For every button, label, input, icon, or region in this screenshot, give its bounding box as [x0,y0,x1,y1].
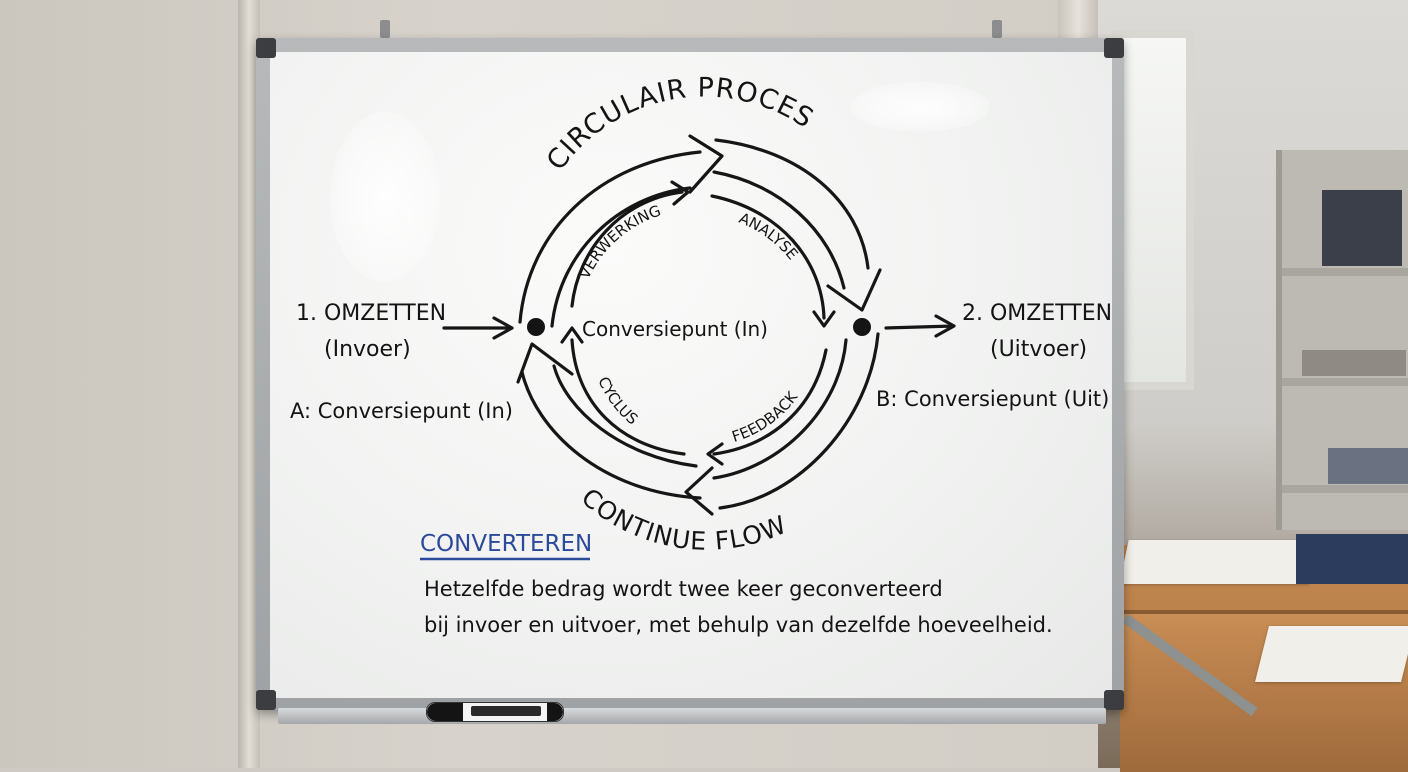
board-hook [380,20,390,38]
note-line-2: bij invoer en uitvoer, met behulp van de… [424,613,1053,637]
shelf-board [1282,485,1408,493]
right-label-subtitle: (Uitvoer) [990,337,1087,362]
book-stack [1296,534,1408,584]
outer-arc-bottom [718,332,880,510]
right-label-title: 2. OMZETTEN [962,301,1112,326]
inner-arrowhead-top [670,180,690,206]
frame-corner [1104,38,1124,58]
outer-arc-bottom-inner [712,338,848,480]
outer-arrowhead-top [688,134,724,194]
marker-label [471,706,541,716]
inner-arc-top [570,190,684,308]
marker-pen [426,702,564,722]
conversion-point-b [853,318,871,336]
books [1302,350,1406,376]
bookshelf [1276,150,1408,530]
whiteboard-surface [270,52,1112,698]
outer-arc-left-inner [552,364,698,468]
outer-arc-right [714,138,870,270]
glare [330,112,440,282]
shelf-board [1282,378,1408,386]
books [1328,448,1408,484]
arc-label-cyclus: CYCLUS [594,374,641,428]
frame-corner [256,38,276,58]
input-arrow [442,316,514,340]
outer-arrowhead-bottom [684,466,714,516]
glare [850,82,990,132]
outer-arc-right-inner [712,170,846,290]
center-label: Conversiepunt (In) [582,317,768,341]
note-heading: CONVERTEREN [420,531,592,557]
shelf-board [1282,268,1408,276]
board-hook [992,20,1002,38]
point-a-label: A: Conversiepunt (In) [290,399,513,423]
books [1322,190,1402,266]
frame-corner [1104,690,1124,710]
left-label-title: 1. OMZETTEN [296,301,446,326]
outer-arc-top [518,150,702,324]
wall-trim [238,0,260,768]
inner-arc-left [570,338,686,456]
point-b-label: B: Conversiepunt (Uit) [876,387,1109,411]
frame-corner [256,690,276,710]
inner-arrowhead-right [812,310,836,328]
title-bottom: CONTINUE FLOW [576,483,791,556]
outer-arc-left [520,370,702,500]
outer-arc-top-inner [550,186,692,328]
output-arrow [884,314,956,338]
inner-arrowhead-bottom [706,442,724,466]
outer-arrowhead-left [516,342,574,384]
inner-arc-bottom [712,348,828,456]
marker-end [547,703,563,721]
left-label-subtitle: (Invoer) [324,337,411,362]
note-line-1: Hetzelfde bedrag wordt twee keer geconve… [424,577,943,601]
title-top: CIRCULAIR PROCES [541,73,819,177]
inner-arrowhead-left [560,326,584,344]
inner-arc-right [710,194,826,320]
marker-cap [427,703,463,721]
arc-label-analyse: ANALYSE [736,209,801,263]
conversion-point-a [527,318,545,336]
outer-arrowhead-right [826,268,882,312]
